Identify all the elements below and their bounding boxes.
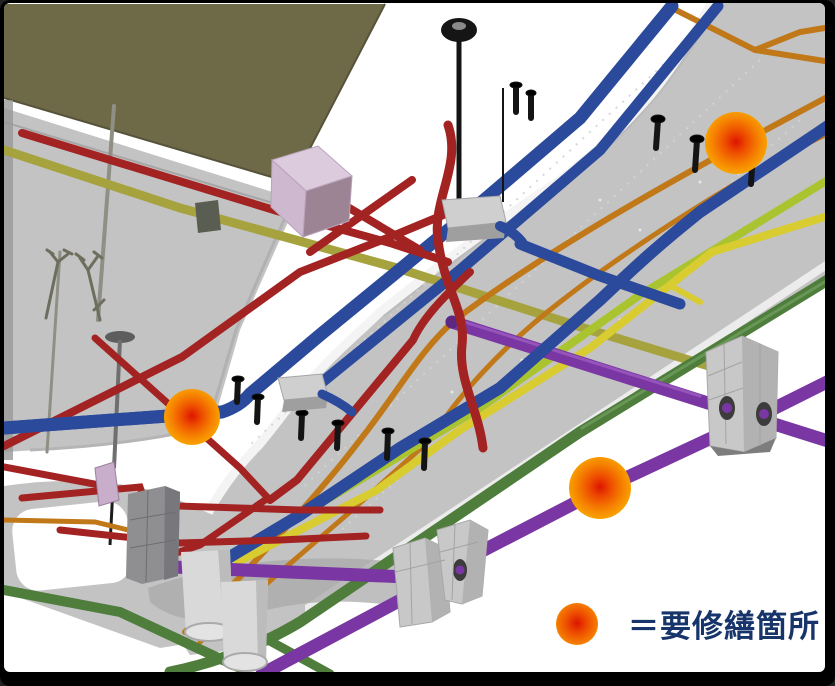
pipe-blue-runs (4, 3, 825, 564)
anchor-bolts (231, 81, 755, 471)
legend-label: ＝要修繕箇所 (628, 609, 820, 644)
pink-connector (94, 461, 120, 507)
concrete-insert-bottom (392, 519, 489, 628)
repair-spot-1[interactable] (705, 112, 767, 174)
hanger-rods (231, 18, 755, 471)
model-viewport: ＝要修繕箇所 (4, 3, 825, 672)
piping-3d-scene (4, 3, 825, 672)
repair-spot-2[interactable] (164, 389, 220, 445)
repair-marker-icon (556, 602, 598, 645)
concrete-block-dark (126, 486, 180, 584)
pink-junction-box (270, 145, 353, 239)
repair-spot-3[interactable] (569, 457, 631, 519)
pipe-sleeves (181, 550, 268, 672)
legend: ＝要修繕箇所 (556, 601, 820, 646)
repair-markers-layer (164, 112, 767, 519)
mounting-boxes (94, 195, 527, 507)
sprig-hanger-icon (44, 248, 106, 322)
concrete-insert-right (705, 335, 779, 456)
